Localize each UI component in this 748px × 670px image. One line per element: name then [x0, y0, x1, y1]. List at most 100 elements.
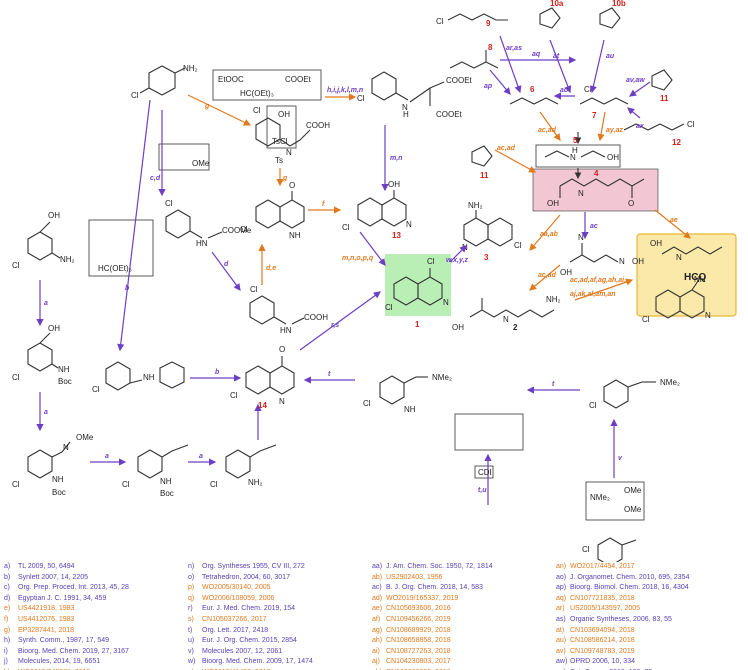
label-10a: 10a — [550, 0, 564, 8]
acrylic-tscl: TsCl — [272, 137, 288, 146]
dioxazolone-box — [454, 413, 524, 451]
ketone-4-n: N — [578, 189, 584, 198]
reference-key: aw) — [556, 658, 568, 666]
reference-item: c)Org. Prep. Proced. Int. 2013, 45, 28 — [4, 583, 137, 594]
label-ap: ap — [484, 83, 493, 90]
label-ac-ad-1: ac,ad — [538, 127, 557, 134]
reference-text: Synlett 2007, 14, 2205 — [18, 573, 89, 581]
reference-text: Synth. Comm., 1987, 17, 549 — [18, 637, 110, 645]
reference-text: WO2019/165337, 2019 — [386, 594, 459, 602]
chloroalkene-12-structure — [623, 123, 685, 131]
aminoquinoline-3-structure — [463, 210, 513, 247]
reference-text: Molecules, 2014, 19, 6651 — [18, 658, 101, 666]
arrow-hcq — [574, 278, 634, 301]
label-ay-az: ay,az — [606, 127, 623, 134]
cdi-label: CDI — [478, 468, 492, 477]
reference-item: i)Bioorg. Med. Chem. 2019, 27, 3167 — [4, 647, 137, 658]
reference-text: Eur. J. Org. Chem. 2015, 2854 — [202, 637, 297, 645]
arrow-m-q — [359, 231, 386, 266]
reference-text: Bioorg. Med. Chem. 2009, 17, 1474 — [202, 658, 313, 666]
label-c-d: c,d — [150, 175, 161, 182]
reference-text: CN108689929, 2018 — [386, 626, 451, 634]
reference-text: WO2012/41493, 2012 — [202, 669, 271, 670]
compound-4-highlight — [532, 168, 659, 212]
reference-key: ax) — [556, 668, 570, 670]
reference-key: k) — [4, 668, 18, 670]
dmfdma-ome1: OMe — [624, 486, 642, 495]
oxime-oh2: OH — [632, 257, 644, 266]
reference-text: Cat. Comm. 2019, 122, 73 — [570, 669, 652, 670]
reference-text: OPRD 2006, 10, 334 — [570, 658, 635, 666]
reference-item: ai)CN108727263, 2018 — [372, 647, 493, 658]
hydroxyketone-8-structure — [449, 50, 499, 69]
label-av-aw: av,aw — [626, 77, 645, 84]
arrow-ar-as — [499, 35, 522, 94]
enaminone-amide-nh: NH — [404, 405, 416, 414]
reference-key: as) — [556, 615, 566, 623]
chloride-9-cl: Cl — [436, 17, 444, 26]
meldrum-orthoformate: HC(OEt)₃ — [98, 264, 132, 273]
ts-acid-structure — [255, 117, 311, 147]
arrow-ac-ad-3 — [529, 264, 561, 291]
label-aq: aq — [532, 51, 541, 58]
quinoline-3-cl: Cl — [514, 241, 522, 250]
reference-text: WO2017/4454, 2017 — [570, 563, 635, 570]
malonate-reagent-box — [212, 69, 322, 101]
quinoline-1-cl7: Cl — [385, 303, 393, 312]
weinreb-n: N — [63, 443, 69, 452]
reference-key: q) — [188, 594, 195, 602]
reference-item: ao)J. Organomet. Chem. 2010, 695, 2354 — [556, 573, 689, 584]
label-v: v — [618, 455, 623, 462]
label-6: 6 — [530, 85, 535, 94]
aminobenzoic-cl: Cl — [12, 261, 20, 270]
diamine-2-n: N — [503, 315, 509, 324]
reference-item: k)WO2019/243971, 2019 — [4, 668, 137, 670]
ketone-4-oh: OH — [547, 199, 559, 208]
reference-key: at) — [556, 626, 565, 634]
ketone-4-o: O — [628, 199, 634, 208]
aminobenzoic-acid-structure — [27, 221, 61, 261]
amine-5-n: N — [570, 153, 576, 162]
reference-key: ad) — [372, 594, 383, 602]
enamine-diester-structure — [371, 71, 445, 106]
amine-5-structure — [544, 150, 606, 158]
weinreb-boc: Boc — [52, 488, 66, 497]
label-d-e: d,e — [266, 265, 276, 272]
label-hcq-2: aj,ak,al,am,an — [570, 291, 616, 298]
label-7: 7 — [592, 111, 597, 120]
weinreb-nh: NH — [52, 475, 64, 484]
arrow-w-z — [449, 245, 467, 263]
dihydrofuran-10a-structure — [539, 7, 561, 29]
arrow-d — [211, 251, 241, 291]
reference-key: ae) — [372, 605, 383, 613]
dmfdma-reagent-box — [585, 481, 645, 521]
ts-acid-cooh: COOH — [306, 121, 330, 130]
reference-item: q)WO2006/108059, 2006 — [188, 594, 313, 605]
enaminone-cl: Cl — [589, 401, 597, 410]
quinoline-13-n: N — [406, 220, 412, 229]
amino-acid-cl: Cl — [250, 285, 258, 294]
reference-item: r)Eur. J. Med. Chem. 2019, 154 — [188, 604, 313, 615]
chloroaniline-nh2: NH₂ — [183, 64, 198, 73]
reference-text: TL 2009, 50, 6494 — [18, 563, 75, 570]
arrow-ay-az — [597, 111, 606, 142]
arrow-r-s — [299, 291, 381, 351]
reference-text: CN104230803, 2017 — [386, 658, 451, 666]
boc-acid-boc: Boc — [58, 377, 72, 386]
chloroketone-7-structure — [579, 97, 629, 105]
arrow-ae — [654, 209, 691, 239]
weinreb-ome: OMe — [76, 433, 94, 442]
reference-item: ak)CN109280029, 2019 — [372, 668, 493, 670]
reference-key: b) — [4, 573, 11, 581]
arrow-aa-ab — [529, 214, 561, 251]
reference-item: af)CN109456266, 2019 — [372, 615, 493, 626]
reference-item: an)WO2017/4454, 2017 — [556, 562, 689, 573]
reference-text: CN108586214, 2018 — [570, 637, 635, 645]
reference-key: an) — [556, 563, 567, 570]
boc-acid-cl: Cl — [12, 373, 20, 382]
reference-item: u)Eur. J. Org. Chem. 2015, 2854 — [188, 636, 313, 647]
label-12: 12 — [672, 138, 681, 147]
reference-text: CN108727263, 2018 — [386, 647, 451, 655]
reference-text: WO2005/30140, 2005 — [202, 584, 271, 592]
